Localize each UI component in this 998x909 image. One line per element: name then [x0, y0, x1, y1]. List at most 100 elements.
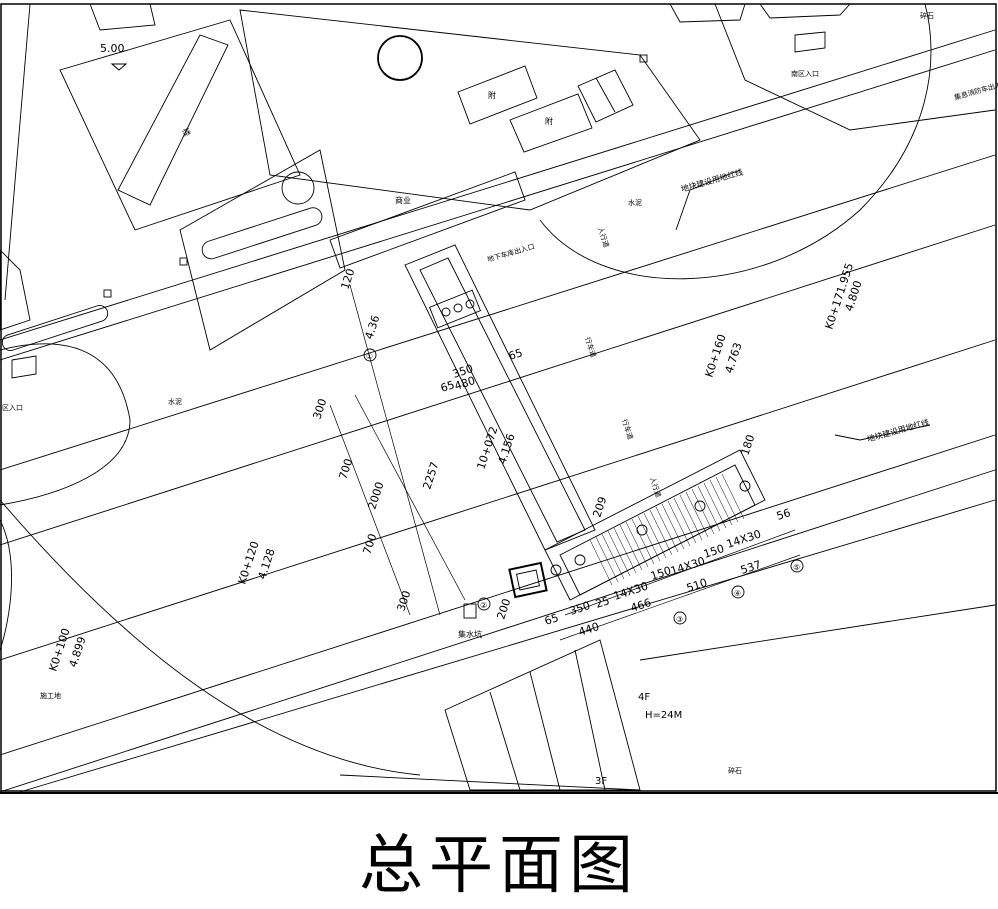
escalator-node-5: [739, 480, 751, 492]
left-entrance-label: 区入口: [2, 404, 23, 412]
shaft-box: [508, 561, 548, 599]
road-line-6: [0, 434, 996, 756]
sump-label: 集水坑: [458, 629, 482, 639]
dim-300a: 300: [310, 397, 329, 421]
walkway-label-2: 人行道: [648, 476, 663, 499]
col-marker-3: [639, 54, 648, 63]
curve-left-small: [0, 519, 12, 651]
dim-700b: 700: [360, 532, 379, 556]
axis-bubble-1: [363, 348, 377, 362]
elev-triangle: [110, 63, 128, 71]
axis-bubble-5: [790, 559, 804, 573]
redline-leader-lower: [834, 424, 931, 441]
dim-537: 537: [739, 558, 763, 577]
ramp-bolt-3: [465, 299, 475, 309]
curve-top-right: [714, 3, 996, 131]
escalator-outer: [544, 449, 766, 601]
dim-line-bottom-2: [564, 529, 796, 616]
walkway-label-1: 人行道: [596, 226, 611, 249]
dim-line-left-2: [349, 284, 441, 616]
bottom-line-2: [529, 671, 561, 791]
building-b-label: 附: [545, 116, 553, 126]
dim-line-bottom: [559, 554, 801, 641]
dim-480: 480: [453, 374, 477, 393]
axis-label-1: ①: [366, 352, 373, 361]
road-line-3: [0, 154, 996, 471]
bottom-line-3: [574, 649, 606, 791]
escalator-hatch: [589, 473, 745, 586]
building-left-edge: [0, 249, 31, 331]
axis-label-5: ⑤: [793, 563, 800, 572]
box-a: [457, 65, 538, 125]
bottom-line-1: [489, 691, 521, 791]
height-label: H=24M: [645, 710, 682, 721]
redline-label-lower: 地块建设用地红线: [866, 417, 930, 444]
north-circle: [377, 35, 423, 81]
ramp-outer: [404, 244, 596, 551]
carriageway-label-1: 行车道: [583, 336, 598, 359]
building-left-large: [59, 19, 301, 231]
road-line-1: [0, 29, 996, 341]
drawing-title: 总平面图: [359, 829, 639, 903]
col-marker-2: [103, 289, 112, 298]
gravel-label-1: 碎石: [920, 11, 934, 20]
curve-bottom-mid: [339, 774, 641, 791]
dim-line-left: [329, 404, 411, 616]
box-c-div: [595, 77, 616, 113]
dim-14x30b: 14X30: [669, 555, 707, 578]
building-left-strip: [117, 34, 229, 206]
sump-symbol: [463, 603, 477, 619]
station-k160-elev: 4.763: [722, 341, 744, 375]
shop-label: 商业: [395, 195, 411, 205]
floors-4f-label: 4F: [638, 692, 650, 703]
box-c: [577, 69, 634, 123]
construction-label: 施工地: [40, 691, 61, 700]
building-bottom-right: [444, 639, 641, 791]
ramp-inner: [419, 257, 586, 543]
planter-1: [201, 207, 323, 260]
elev-500-label: 5.00: [100, 42, 125, 55]
entrance-arrow-right: [794, 31, 826, 53]
cement-label-1: 水泥: [628, 198, 642, 207]
axis-label-3: ③: [676, 615, 683, 624]
dim-2000: 2000: [365, 480, 386, 511]
station-k100-elev: 4.899: [66, 635, 88, 669]
floors-3f-label: 3F: [595, 776, 607, 787]
fire-exit-label: 集息消防车出入口: [953, 78, 998, 102]
left-block-label: 楼: [180, 126, 193, 138]
south-entrance-label: 南区入口: [791, 69, 819, 78]
stamp-right: [759, 3, 852, 19]
curve-left-outer: [4, 3, 31, 301]
dim-700a: 700: [336, 457, 355, 481]
shaft-box-inner: [516, 569, 540, 591]
building-top-left: [89, 3, 156, 31]
axis-bubble-3: [673, 611, 687, 625]
dim-350b: 350: [568, 599, 592, 618]
axis-label-2: ②: [480, 601, 487, 610]
axis-label-4: ④: [734, 589, 741, 598]
shop-bar: [329, 171, 526, 269]
elev-436-label: 4.36: [362, 314, 382, 341]
garage-label: 地下车库出入口: [486, 242, 536, 264]
planter-2: [1, 305, 109, 351]
escalator-node-3: [636, 524, 648, 536]
ramp-box: [428, 289, 482, 329]
road-line-4: [0, 224, 996, 546]
dim-65a: 65: [507, 346, 524, 363]
dim-120: 120: [338, 267, 357, 291]
dim-510: 510: [685, 576, 709, 595]
station-k120: K0+120: [235, 540, 261, 586]
col-marker-1: [179, 257, 188, 266]
dim-440: 440: [577, 620, 601, 639]
curve-bottom-right: [639, 604, 996, 661]
road-line-8: [19, 499, 996, 793]
road-line-5: [0, 339, 996, 661]
linework: [0, 3, 996, 793]
box-b: [509, 93, 593, 153]
elev-456-label: 4.156: [495, 432, 517, 466]
road-line-2: [0, 49, 996, 361]
dim-300b: 300: [394, 589, 413, 613]
escalator-inner: [559, 464, 756, 596]
building-a-label: 附: [488, 90, 496, 100]
cement-label-2: 水泥: [168, 397, 182, 406]
